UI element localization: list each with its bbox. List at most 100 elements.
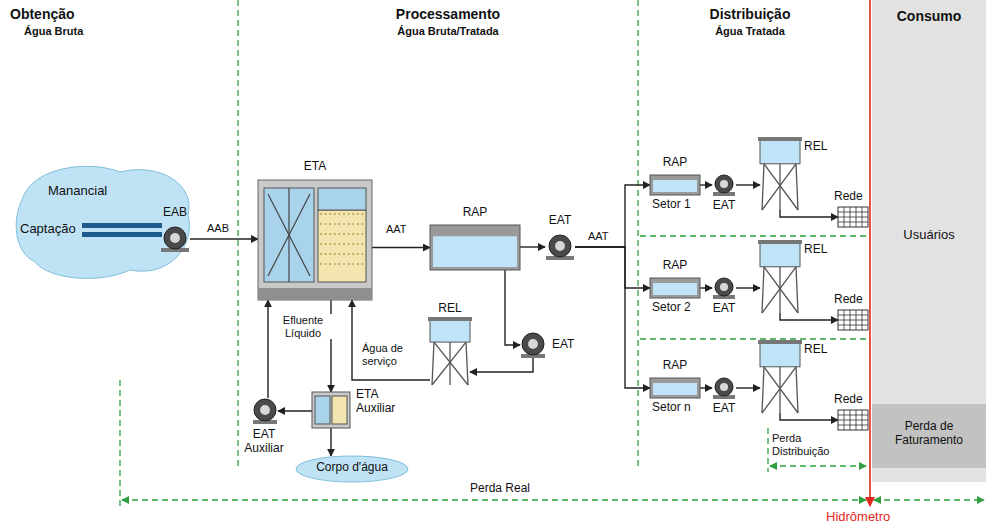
sand-grain (320, 233, 322, 235)
sand-grain (357, 253, 359, 255)
sand-grain (329, 233, 331, 235)
grid-line (838, 420, 868, 421)
node-shape (760, 243, 800, 313)
pump-body (254, 399, 276, 421)
sand-grain (339, 243, 341, 245)
node-shape (650, 175, 700, 195)
tower-leg (762, 164, 764, 210)
rede-node: Rede (838, 410, 868, 430)
sand-grain (348, 233, 350, 235)
node-shape (760, 140, 800, 210)
tower-leg (432, 342, 434, 385)
sand-grain (329, 263, 331, 265)
sand-grain (352, 213, 354, 215)
sector-divider (640, 338, 866, 339)
sand-grain (334, 223, 336, 225)
etaaux-node: ETA Auxiliar (312, 392, 350, 428)
pump-rotor (555, 241, 565, 251)
pipe-label: Água de serviço (360, 342, 426, 367)
water-body (296, 456, 408, 482)
node-label: REL (804, 243, 827, 257)
pump-node: EAT (712, 277, 736, 299)
section-label: Água Tratada (690, 25, 810, 38)
pipe-connector (700, 287, 712, 288)
band-node: Perda de FaturamentoConsumoUsuários (872, 0, 986, 482)
node-shape (430, 225, 520, 270)
node-shape (160, 226, 190, 252)
pipe-connector (700, 184, 712, 185)
pipe-connector (372, 247, 430, 248)
pump-rotor (528, 339, 538, 349)
pump-node: EAT Auxiliar (252, 398, 278, 424)
node-label: REL (804, 140, 827, 154)
grid-line (838, 425, 868, 426)
sand-grain (362, 233, 364, 235)
node-label: RAP (650, 359, 700, 373)
pump-body (715, 175, 733, 193)
pump-node: EAT (545, 234, 575, 260)
pump-body (715, 278, 733, 296)
sand-grain (352, 243, 354, 245)
sand-grain (357, 263, 359, 265)
plant-base (258, 288, 372, 300)
pipe-label: AAT (586, 230, 611, 243)
grid-line (838, 415, 868, 416)
sand-grain (320, 263, 322, 265)
sand-grain (343, 243, 345, 245)
tank-roof (758, 340, 802, 344)
pipe-label: AAT (384, 223, 409, 236)
sand-grain (357, 243, 359, 245)
sand-grain (339, 263, 341, 265)
node-label: Rede (834, 293, 863, 307)
tower-brace (764, 164, 798, 210)
sand-grain (334, 213, 336, 215)
pump-rotor (720, 180, 728, 188)
node-label: Perda de Faturamento (882, 420, 976, 448)
sand-grain (339, 233, 341, 235)
filter-water (318, 188, 366, 210)
grid-line (838, 222, 868, 223)
pipe-connector (190, 238, 258, 239)
reservoir-wall (650, 175, 700, 195)
elevated-tank (760, 243, 800, 267)
sand-grain (348, 253, 350, 255)
node-label: RAP (650, 156, 700, 170)
sand-grain (320, 243, 322, 245)
blob-node: EABManancialCaptação (10, 160, 195, 280)
rel-node: REL (760, 343, 800, 413)
pump-rotor (260, 405, 270, 415)
pipe-connector (278, 410, 312, 411)
pipe-connector (330, 428, 331, 456)
grid-line (838, 212, 868, 213)
sand-grain (362, 243, 364, 245)
node-shape (545, 234, 575, 260)
node-shape (712, 377, 736, 399)
rel-node: REL (760, 140, 800, 210)
sand-grain (329, 253, 331, 255)
loss-bound (767, 428, 768, 472)
node-shape (838, 310, 868, 330)
reservoir-water (653, 383, 697, 395)
pipe-connector (575, 185, 650, 247)
sand-grain (325, 213, 327, 215)
section-label: Setor 1 (652, 198, 691, 212)
sand-grain (329, 213, 331, 215)
tank-roof (758, 240, 802, 244)
node-label: EAT (540, 214, 580, 228)
tower-leg (796, 367, 798, 413)
pipe-connector (780, 313, 838, 320)
sector-divider (640, 235, 866, 236)
section-label: Distribuição (690, 6, 810, 22)
pipe-connector (736, 287, 760, 288)
sand-grain (357, 233, 359, 235)
node-label: Rede (834, 190, 863, 204)
node-shape (760, 343, 800, 413)
sand-grain (325, 243, 327, 245)
sand-grain (352, 233, 354, 235)
pipe-label: Efluente Líquido (273, 314, 333, 339)
sand-grain (352, 263, 354, 265)
sand-grain (348, 263, 350, 265)
tower-leg (466, 342, 468, 385)
node-label: Consumo (872, 8, 986, 24)
